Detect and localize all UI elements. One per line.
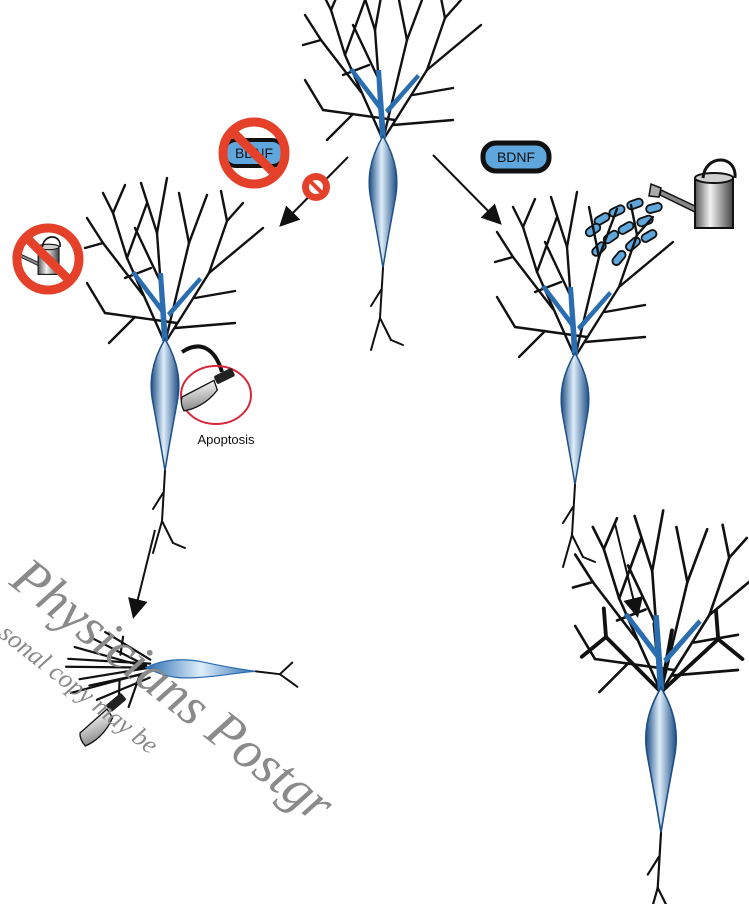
degenerating-neuron-icon <box>65 631 299 713</box>
bdnf-pill: BDNF <box>483 143 549 171</box>
watering-can-icon <box>649 160 735 228</box>
bdnf-droplets <box>584 198 663 267</box>
knife-icon <box>70 692 137 747</box>
no-sign-icon <box>302 173 330 201</box>
no-watering-can-icon <box>13 228 79 290</box>
bdnf-right-label: BDNF <box>497 149 535 165</box>
arrow-icon <box>134 530 155 615</box>
apoptosis-label: Apoptosis <box>197 432 255 447</box>
no-bdnf-icon: BDNF <box>223 122 285 184</box>
neuron-icon <box>495 192 673 567</box>
arrow-icon <box>615 524 637 614</box>
knife-icon <box>177 367 239 411</box>
neuron-icon <box>573 511 749 904</box>
neuron-icon <box>85 178 263 553</box>
